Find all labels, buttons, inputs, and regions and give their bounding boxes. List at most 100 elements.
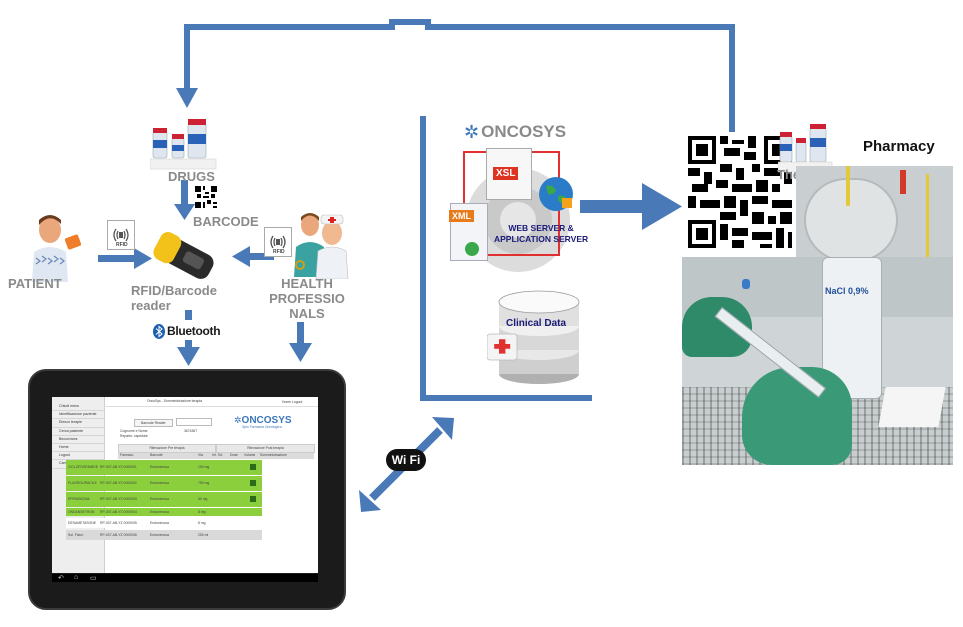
patient-to-reader-shaft xyxy=(98,255,136,262)
iv-tube xyxy=(846,166,850,206)
col-dose: Dose xyxy=(230,453,238,457)
health-to-tablet-shaft xyxy=(297,322,304,345)
row-via: Endovenosa xyxy=(150,510,169,514)
row-via: Endovenosa xyxy=(150,521,169,525)
row-check-icon[interactable] xyxy=(250,464,256,470)
tablet-top-right[interactable]: Home Logout xyxy=(282,400,303,404)
patient-name-field: Cognome e Nome xyxy=(120,429,148,433)
xml-globe xyxy=(465,242,479,256)
barcode-input[interactable] xyxy=(176,418,212,426)
health-to-reader-shaft xyxy=(248,253,274,260)
white-pad xyxy=(878,387,946,427)
tablet-oncosys-logo: ✲ ONCOSYS xyxy=(234,415,292,426)
row-dose: 8 mg xyxy=(198,510,206,514)
tab-pre-terapia[interactable]: Rilevazione Pre terapia xyxy=(118,444,216,453)
table-row[interactable]: FLUOROURACILE RP-007-AB-YZ 0000002 Endov… xyxy=(66,476,262,491)
health-to-reader-head xyxy=(232,246,250,267)
server-to-pharmacy-head xyxy=(642,183,682,230)
feedback-loop-arrowhead xyxy=(176,88,198,108)
row-dose: 250 ml xyxy=(198,533,209,537)
row-barcode: RP-007-AB-YZ 0000005 xyxy=(100,521,137,525)
tablet-oncosys-icon: ✲ xyxy=(234,415,242,425)
gloved-hand-right xyxy=(742,367,852,465)
sidebar-item-3[interactable]: Cerca paziente xyxy=(52,428,104,436)
table-header: Farmaco Barcode Via Inf. Tot. Dose Volum… xyxy=(118,453,314,459)
xml-tag: XML xyxy=(449,210,474,222)
iv-tube-2 xyxy=(926,174,929,258)
table-row[interactable]: CICLOFOSFAMIDE RP-007-AB-YZ 0000001 Endo… xyxy=(66,460,262,475)
col-farmaco: Farmaco xyxy=(120,453,134,457)
barcode-label: BARCODE xyxy=(193,214,259,229)
bluetooth-icon xyxy=(153,323,165,339)
col-inf: Inf. Tot. xyxy=(212,453,224,457)
rfid-badge-right-text: RFID xyxy=(273,249,285,255)
xsl-document-icon: XSL xyxy=(486,148,532,200)
pharmacy-photo-top xyxy=(796,166,953,258)
table-row[interactable]: EPIRUBICINA RP-007-AB-YZ 0000003 Endoven… xyxy=(66,492,262,507)
server-to-pharmacy-shaft xyxy=(580,200,646,213)
hood-dome xyxy=(804,178,898,258)
tablet-tagline: Spin Farmacia Oncologica xyxy=(242,425,282,429)
sidebar-item-6[interactable]: Logout xyxy=(52,452,104,461)
sidebar-item-4[interactable]: Beconvices xyxy=(52,436,104,444)
table-row[interactable]: ONDANSETRON RP-007-AB-YZ 0000004 Endoven… xyxy=(66,508,262,516)
back-icon[interactable]: ↶ xyxy=(58,575,64,582)
row-barcode: RP-007-AB-YZ 0000002 xyxy=(100,481,137,485)
tablet-nav-bar: ↶ ⌂ ▭ xyxy=(52,574,318,582)
oncosys-title: ONCOSYS xyxy=(481,122,567,141)
sidebar-item-0[interactable]: Chiudi menu xyxy=(52,403,104,412)
col-volume: Volume xyxy=(244,453,256,457)
wifi-link-head-down xyxy=(359,490,381,512)
home-icon[interactable]: ⌂ xyxy=(74,574,79,581)
row-barcode: RP-007-AB-YZ 0000006 xyxy=(100,533,137,537)
row-dose: 60 mg xyxy=(198,497,208,501)
row-barcode: RP-007-AB-YZ 0000003 xyxy=(100,497,137,501)
sidebar-item-5[interactable]: Home xyxy=(52,444,104,453)
row-farmaco: EPIRUBICINA xyxy=(68,497,90,501)
col-barcode: Barcode xyxy=(150,453,163,457)
tab-post-terapia[interactable]: Rilevazione Post terapia xyxy=(216,444,315,453)
recent-apps-icon[interactable]: ▭ xyxy=(90,575,97,582)
barcode-icon xyxy=(195,186,217,208)
row-farmaco: ONDANSETRON xyxy=(68,510,95,514)
row-via: Endovenosa xyxy=(150,465,169,469)
health-professionals-label: HEALTH PROFESSIO NALS xyxy=(269,276,345,321)
server-bracket xyxy=(420,116,592,401)
drugs-to-reader-head xyxy=(174,204,195,220)
rfid-badge-left-text: RFID xyxy=(116,242,128,248)
pharmacy-photo: NaCl 0,9% xyxy=(682,257,953,465)
row-check-icon[interactable] xyxy=(250,496,256,502)
drugs-to-reader-shaft xyxy=(181,180,188,206)
row-farmaco: CICLOFOSFAMIDE xyxy=(68,465,98,469)
patient-id-field: 3674367 xyxy=(184,429,198,433)
row-check-icon[interactable] xyxy=(250,480,256,486)
feedback-loop-line xyxy=(184,19,735,140)
iv-clamp xyxy=(900,170,906,194)
health-professionals-icon xyxy=(294,213,349,279)
bluetooth-text: Bluetooth xyxy=(167,324,221,338)
barcode-reader-button[interactable]: Barcode Reader xyxy=(134,419,173,427)
oncosys-logo: ✲ ONCOSYS xyxy=(464,122,566,142)
tablet-title-divider xyxy=(104,406,318,407)
sidebar-item-2[interactable]: Elenco terapie xyxy=(52,419,104,428)
row-farmaco: Sol. Fisiol. xyxy=(68,533,84,537)
sidebar-item-1[interactable]: Identificazione paziente xyxy=(52,411,104,420)
reader-to-tablet-shaft-2 xyxy=(185,340,192,350)
row-dose: 8 mg xyxy=(198,521,206,525)
syringe-cap xyxy=(742,279,750,289)
oncosys-icon: ✲ xyxy=(464,122,480,142)
reader-to-tablet-head xyxy=(177,347,200,366)
rfid-badge-right: RFID xyxy=(264,227,292,257)
patient-to-reader-head xyxy=(134,248,152,269)
globe-icon xyxy=(539,177,573,211)
reader-label: RFID/Barcode reader xyxy=(131,283,217,313)
xsl-tag: XSL xyxy=(493,167,519,180)
wifi-text: Wi Fi xyxy=(391,453,421,467)
wifi-link-head-up xyxy=(432,417,454,440)
table-row[interactable]: Sol. Fisiol. RP-007-AB-YZ 0000006 Endove… xyxy=(66,530,262,540)
tablet-oncosys-text: ONCOSYS xyxy=(241,415,292,426)
patient-icon xyxy=(32,215,82,282)
table-row[interactable]: DESAMETASONE RP-007-AB-YZ 0000005 Endove… xyxy=(66,518,262,528)
saline-label: NaCl 0,9% xyxy=(825,286,869,296)
